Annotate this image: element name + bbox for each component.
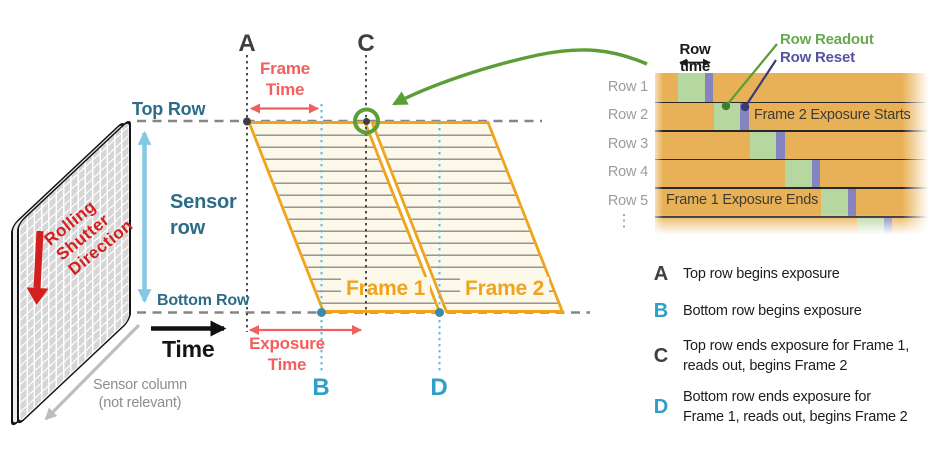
- marker-legend: A Top row begins exposure B Bottom row b…: [653, 263, 925, 439]
- legend-key-c: C: [653, 345, 669, 368]
- marker-b: B: [312, 374, 330, 401]
- inset-row5-band: [655, 187, 932, 216]
- sensor-column-label: Sensor column (not relevant): [92, 377, 188, 412]
- legend-item-b: B Bottom row begins exposure: [653, 300, 925, 323]
- band-separator: [655, 130, 932, 132]
- sensor-row-axis-label: Sensor row: [170, 191, 237, 239]
- more-rows-ellipsis: ⋮: [615, 211, 633, 230]
- row4-label: Row 4: [607, 164, 648, 181]
- band-separator: [655, 158, 932, 161]
- row5-reset-block: [847, 187, 857, 216]
- frame1-exposure-ends-note: Frame 1 Exposure Ends: [666, 192, 819, 208]
- row-readout-label: Row Readout: [780, 31, 874, 48]
- frame-time-label: Frame Time: [259, 59, 311, 100]
- legend-text-c: Top row ends exposure for Frame 1, reads…: [683, 338, 910, 374]
- row4-reset-block: [811, 158, 821, 188]
- frame2-label: Frame 2: [460, 277, 550, 301]
- legend-item-d: D Bottom row ends exposure for Frame 1, …: [653, 388, 925, 427]
- row-reset-label: Row Reset: [780, 49, 855, 66]
- exposure-time-label: Exposure Time: [249, 334, 325, 375]
- legend-text-b: Bottom row begins exposure: [683, 302, 862, 319]
- legend-key-a: A: [653, 263, 669, 285]
- row5-readout-block: [821, 187, 848, 216]
- row2-readout-block: [713, 101, 741, 131]
- marker-d: D: [430, 374, 448, 401]
- legend-key-d: D: [653, 396, 669, 419]
- inset-left-fade: [646, 70, 663, 240]
- inset-row2-band: [655, 101, 932, 131]
- row1-reset-block: [704, 73, 713, 102]
- inset-row3-band: [655, 130, 932, 159]
- row2-reset-block: [740, 101, 749, 131]
- inset-bottom-fade: [644, 214, 932, 240]
- inset-right-fade: [902, 70, 932, 240]
- legend-item-c: C Top row ends exposure for Frame 1, rea…: [653, 337, 925, 376]
- marker-c: C: [357, 30, 375, 57]
- frame1-label: Frame 1: [341, 277, 431, 301]
- row3-readout-block: [749, 130, 777, 159]
- band-separator: [655, 187, 932, 189]
- row2-label: Row 2: [607, 107, 648, 124]
- inset-callout-arrow: [392, 48, 648, 106]
- frame2-exposure-starts-note: Frame 2 Exposure Starts: [754, 107, 911, 123]
- row-time-label: Row time: [679, 41, 711, 75]
- row3-label: Row 3: [607, 135, 648, 152]
- row1-readout-block: [678, 73, 705, 102]
- legend-item-a: A Top row begins exposure: [653, 263, 925, 286]
- row4-readout-block: [785, 158, 812, 188]
- row5-label: Row 5: [607, 192, 648, 209]
- legend-text-a: Top row begins exposure: [683, 265, 840, 282]
- row3-reset-block: [776, 130, 785, 159]
- marker-a: A: [238, 30, 256, 57]
- time-axis-label: Time: [162, 336, 215, 362]
- top-row-label: Top Row: [132, 99, 206, 119]
- band-separator: [655, 101, 932, 104]
- bottom-row-label: Bottom Row: [157, 292, 250, 309]
- row1-label: Row 1: [607, 78, 648, 95]
- legend-key-b: B: [653, 300, 669, 322]
- legend-text-d: Bottom row ends exposure for Frame 1, re…: [683, 389, 908, 425]
